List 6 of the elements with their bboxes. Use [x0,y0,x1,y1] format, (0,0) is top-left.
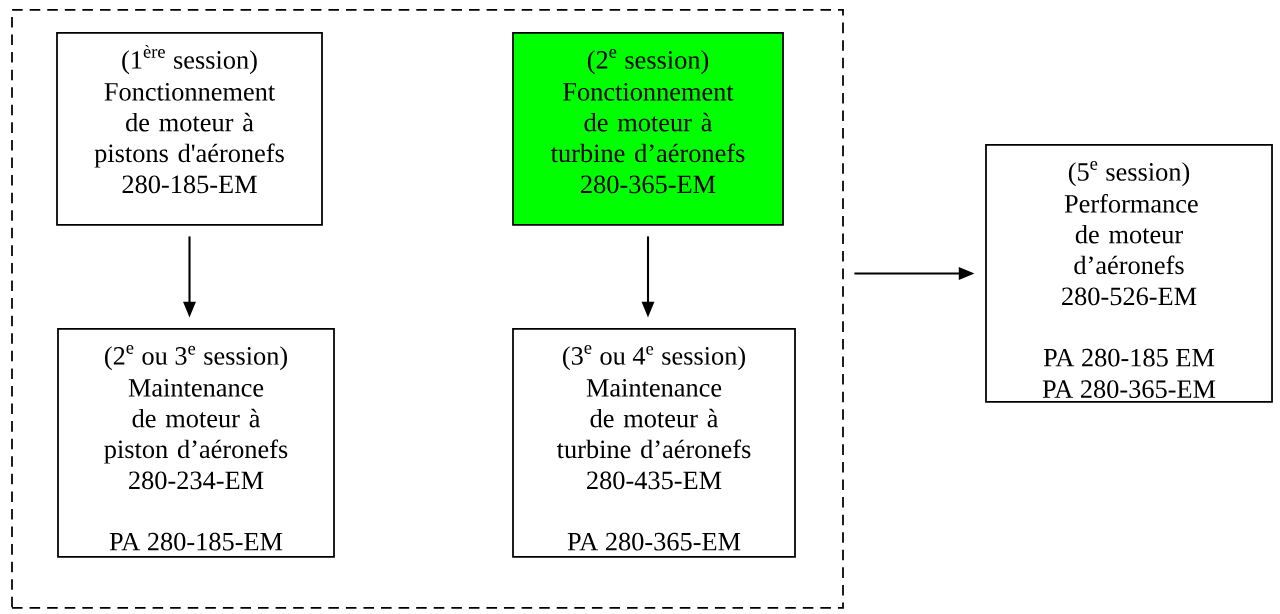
dashed-frame [11,9,844,609]
course-box: $\text{(5}^{\text{e}}\text{ session)}$ Performance de moteur d’aéronefs 280-526-EM PA 280-185 EM PA 280-365-EM [985,144,1273,403]
course-box: $\text{(2}^{\text{e}}\text{ session)}$ Fonctionnement de moteur à turbine d’aéronefs 280-365-EM [512,32,784,226]
course-box: $\text{(1}^{\text{ère}}\text{ session)}$ Fonctionnement de moteur à pistons d'aéronefs 280-185-EM [56,32,323,226]
course-box: $\text{(2}^{\text{e}}\text{ ou 3}^{\text{e}}\text{ session)}$ Maintenance de moteur à piston d’aéronefs 280-234-EM PA 280-185-EM [57,328,335,558]
course-box: $\text{(3}^{\text{e}}\text{ ou 4}^{\text{e}}\text{ session)}$ Maintenance de moteur à turbine d’aéronefs 280-435-EM PA 280-365-EM [512,328,796,558]
